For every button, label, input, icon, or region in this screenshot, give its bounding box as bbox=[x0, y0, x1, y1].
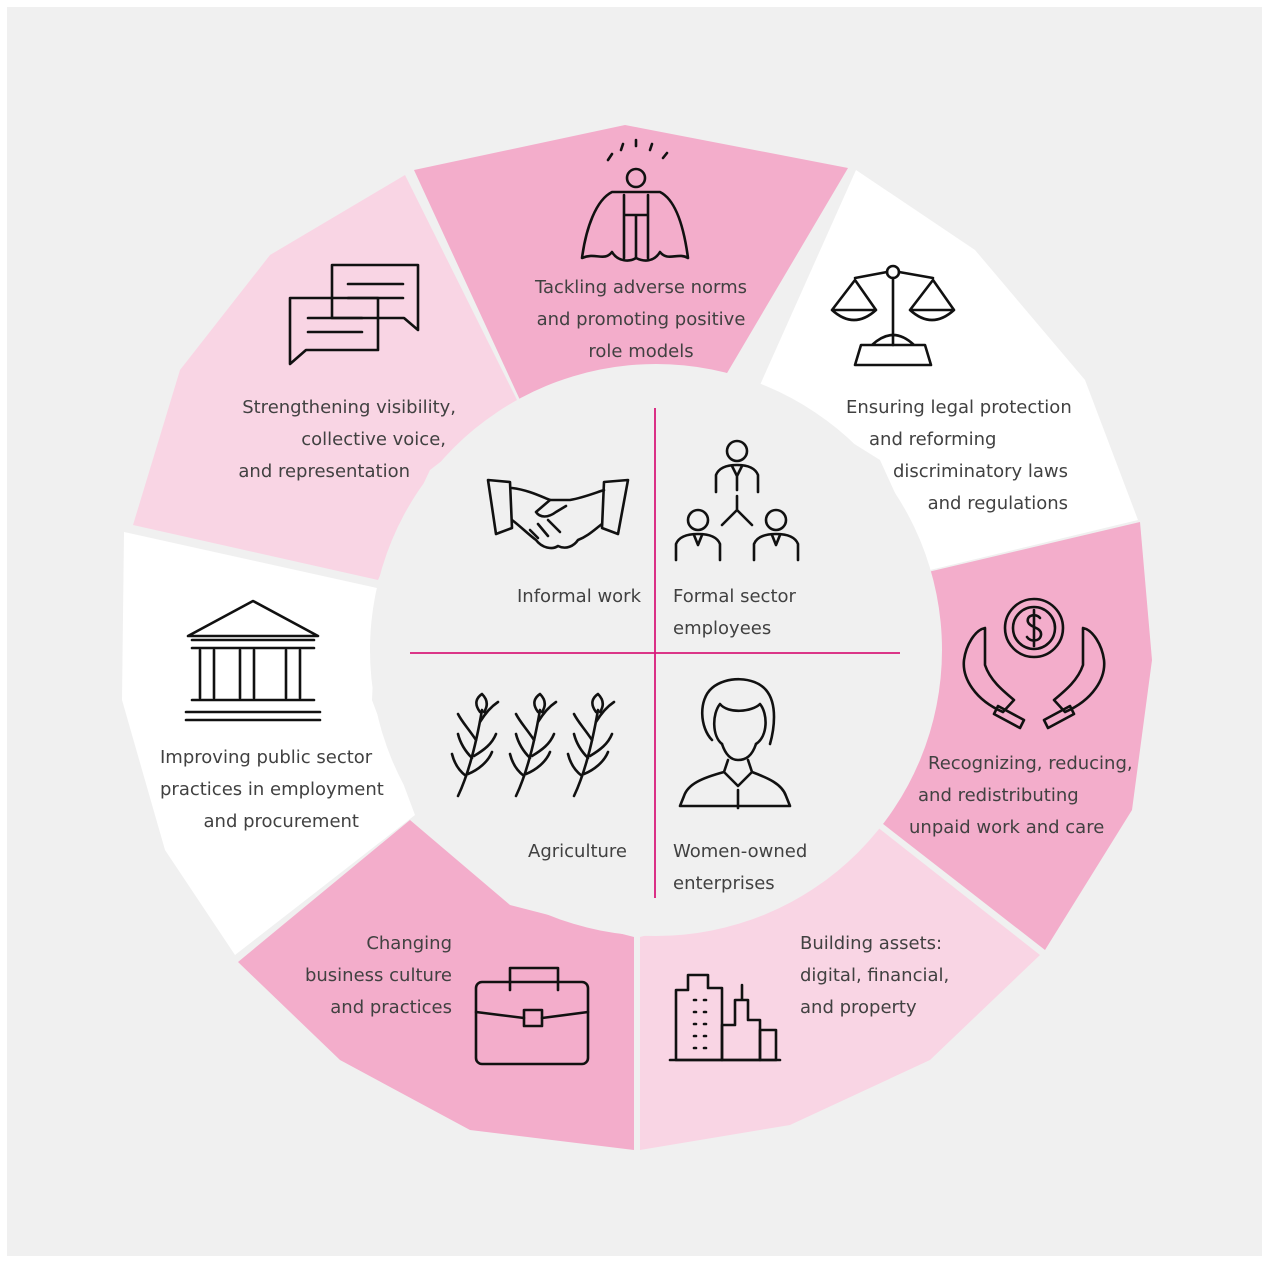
label-public-line-3: and procurement bbox=[204, 811, 360, 832]
label-business: Changing business culture and practices bbox=[305, 933, 452, 1018]
segment-assets bbox=[640, 826, 1040, 1150]
inner-circle bbox=[370, 364, 942, 936]
segment-voice bbox=[133, 175, 518, 580]
label-women: Women-owned enterprises bbox=[673, 841, 807, 894]
label-norms-line-3: role models bbox=[588, 341, 693, 362]
label-public-line-2: practices in employment bbox=[160, 779, 384, 800]
label-care: Recognizing, reducing, and redistributin… bbox=[909, 753, 1133, 838]
label-care-line-1: Recognizing, reducing, bbox=[928, 753, 1133, 774]
label-norms-line-1: Tackling adverse norms bbox=[534, 277, 747, 298]
buildings-icon bbox=[668, 973, 782, 1062]
label-assets-line-2: digital, financial, bbox=[800, 965, 949, 986]
woman-icon bbox=[678, 677, 792, 810]
label-care-line-3: unpaid work and care bbox=[909, 817, 1104, 838]
label-legal: Ensuring legal protection and reforming … bbox=[846, 397, 1072, 514]
label-norms: Tackling adverse norms and promoting pos… bbox=[534, 277, 747, 362]
hero-icon bbox=[580, 138, 690, 262]
segment-business bbox=[238, 820, 634, 1150]
label-formal-line-1: Formal sector bbox=[673, 586, 797, 607]
label-informal-line-1: Informal work bbox=[517, 586, 642, 607]
label-formal-line-2: employees bbox=[673, 618, 771, 639]
label-women-line-1: Women-owned bbox=[673, 841, 807, 862]
label-public-line-1: Improving public sector bbox=[160, 747, 373, 768]
wheat-icon bbox=[450, 692, 616, 798]
outer-ring bbox=[122, 125, 1152, 1150]
label-formal: Formal sector employees bbox=[673, 586, 797, 639]
label-legal-line-3: discriminatory laws bbox=[893, 461, 1068, 482]
label-assets-line-1: Building assets: bbox=[800, 933, 942, 954]
label-women-line-2: enterprises bbox=[673, 873, 775, 894]
label-voice-line-3: and representation bbox=[238, 461, 410, 482]
hands-coin-icon bbox=[962, 597, 1106, 730]
label-agriculture-line-1: Agriculture bbox=[528, 841, 627, 862]
label-assets: Building assets: digital, financial, and… bbox=[800, 933, 949, 1018]
scales-icon bbox=[830, 264, 956, 367]
government-building-icon bbox=[184, 599, 322, 722]
label-business-line-3: and practices bbox=[330, 997, 452, 1018]
label-business-line-2: business culture bbox=[305, 965, 452, 986]
label-legal-line-4: and regulations bbox=[928, 493, 1068, 514]
label-agriculture: Agriculture bbox=[528, 841, 627, 862]
org-chart-icon bbox=[674, 439, 800, 562]
label-public: Improving public sector practices in emp… bbox=[160, 747, 384, 832]
briefcase-icon bbox=[474, 966, 590, 1066]
handshake-icon bbox=[486, 478, 630, 550]
speech-bubbles-icon bbox=[288, 263, 420, 366]
label-voice: Strengthening visibility, collective voi… bbox=[238, 397, 456, 482]
label-care-line-2: and redistributing bbox=[918, 785, 1079, 806]
label-business-line-1: Changing bbox=[366, 933, 452, 954]
label-informal: Informal work bbox=[517, 586, 642, 607]
segment-public bbox=[122, 532, 415, 955]
label-legal-line-2: and reforming bbox=[869, 429, 996, 450]
segment-legal bbox=[760, 170, 1138, 570]
label-legal-line-1: Ensuring legal protection bbox=[846, 397, 1072, 418]
label-assets-line-3: and property bbox=[800, 997, 917, 1018]
label-voice-line-1: Strengthening visibility, bbox=[242, 397, 456, 418]
label-voice-line-2: collective voice, bbox=[301, 429, 446, 450]
label-norms-line-2: and promoting positive bbox=[537, 309, 746, 330]
segment-norms bbox=[414, 125, 848, 400]
